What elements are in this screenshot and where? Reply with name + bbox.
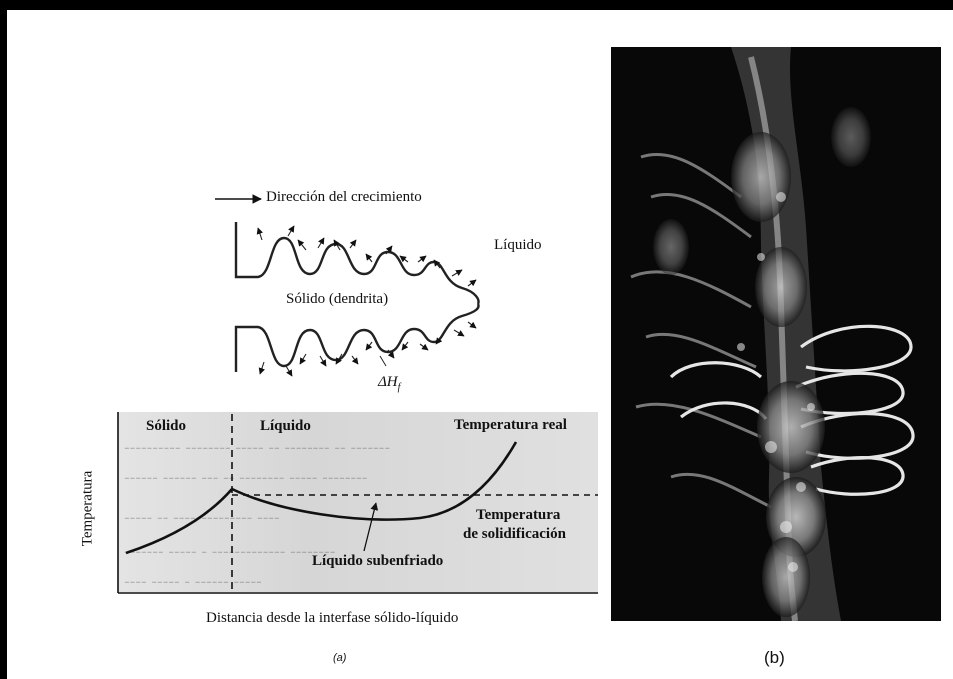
dendrite-photo-drawing <box>611 47 941 621</box>
liquid-label: Líquido <box>494 237 542 254</box>
solid-temperature-curve <box>126 489 232 553</box>
heat-arrows-upper <box>258 226 476 286</box>
heat-subscript: f <box>398 382 401 393</box>
growth-direction-label: Dirección del crecimiento <box>266 189 422 206</box>
heat-label: ΔHf <box>378 374 400 393</box>
y-axis-label: Temperatura <box>79 471 96 547</box>
real-temperature-curve <box>232 442 516 520</box>
x-axis-label: Distancia desde la interfase sólido-líqu… <box>206 610 458 627</box>
dendrite-photograph <box>611 47 941 621</box>
dendrite-label: Sólido (dendrita) <box>286 291 388 308</box>
heat-symbol: ΔH <box>378 374 398 390</box>
caption-a: (a) <box>333 652 346 664</box>
heat-pointer-line <box>380 356 386 366</box>
supercooled-pointer <box>364 503 376 551</box>
plot-liquid-label: Líquido <box>260 418 311 435</box>
supercooled-liquid-label: Líquido subenfriado <box>312 553 443 570</box>
solidification-temperature-label-2: de solidificación <box>463 526 566 543</box>
dendrite-lower-edge <box>236 304 478 372</box>
plot-solid-label: Sólido <box>146 418 186 435</box>
solidification-temperature-label-1: Temperatura <box>476 507 560 524</box>
caption-b: (b) <box>764 648 785 668</box>
real-temperature-label: Temperatura real <box>454 417 567 434</box>
